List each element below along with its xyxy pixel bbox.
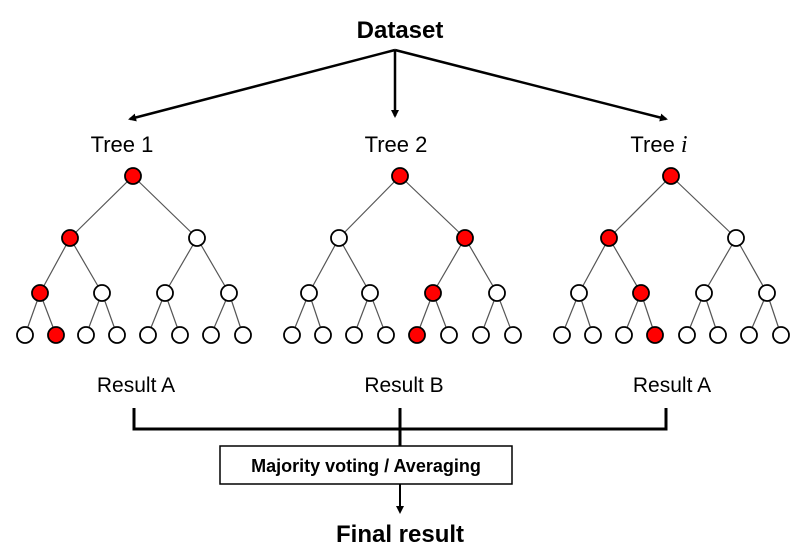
tree-edge — [164, 237, 198, 294]
tree-node — [300, 284, 318, 302]
tree-node — [377, 326, 395, 344]
tree-edge — [196, 237, 230, 294]
tree-node-active — [61, 229, 79, 247]
tree-node — [345, 326, 363, 344]
tree-edge — [69, 237, 103, 294]
tree-node — [488, 284, 506, 302]
tree-node — [220, 284, 238, 302]
tree-result: Result A — [633, 374, 711, 397]
tree-edge — [39, 237, 71, 294]
tree-edge — [338, 237, 371, 294]
tree-edge — [608, 237, 642, 294]
tree-node-active — [456, 229, 474, 247]
tree-node — [77, 326, 95, 344]
tree-node-active — [124, 167, 142, 185]
tree-edge — [703, 237, 737, 294]
tree-node — [234, 326, 252, 344]
tree-label: Tree 1 — [91, 132, 154, 157]
results-bracket — [132, 408, 668, 447]
tree-node-active — [391, 167, 409, 185]
tree-edge — [608, 175, 672, 239]
tree-node — [709, 326, 727, 344]
tree-node — [139, 326, 157, 344]
tree-result: Result A — [97, 374, 175, 397]
tree-node — [156, 284, 174, 302]
tree-edge — [399, 175, 466, 239]
tree-edge — [432, 237, 466, 294]
final-result: Final result — [336, 521, 464, 548]
tree-node-active — [646, 326, 664, 344]
tree-node-active — [424, 284, 442, 302]
tree-node — [727, 229, 745, 247]
tree-edge — [308, 237, 340, 294]
tree-i: Tree i Result A — [553, 132, 790, 397]
tree-node — [553, 326, 571, 344]
tree-node-active — [600, 229, 618, 247]
dataset-title: Dataset — [357, 17, 444, 44]
tree-node — [440, 326, 458, 344]
tree-node — [570, 284, 588, 302]
tree-node-active — [662, 167, 680, 185]
aggregation-label: Majority voting / Averaging — [251, 456, 481, 476]
tree-node-active — [408, 326, 426, 344]
tree-node — [188, 229, 206, 247]
tree-node — [171, 326, 189, 344]
arrow-to-tree-1 — [128, 48, 396, 122]
tree-node-active — [31, 284, 49, 302]
tree-node — [758, 284, 776, 302]
tree-node — [108, 326, 126, 344]
tree-node — [504, 326, 522, 344]
tree-node — [202, 326, 220, 344]
tree-node — [772, 326, 790, 344]
aggregation-box — [219, 445, 513, 485]
tree-edge — [338, 175, 401, 239]
tree-label: Tree 2 — [365, 132, 428, 157]
tree-node — [330, 229, 348, 247]
tree-edge — [735, 237, 768, 294]
tree-node — [695, 284, 713, 302]
tree-node-active — [47, 326, 65, 344]
tree-1: Tree 1 Result A — [16, 132, 252, 397]
tree-node — [283, 326, 301, 344]
tree-node — [740, 326, 758, 344]
tree-edge — [69, 175, 134, 239]
tree-node — [16, 326, 34, 344]
tree-edge — [464, 237, 498, 294]
tree-edge — [670, 175, 737, 239]
tree-label: Tree i — [630, 132, 687, 158]
tree-node — [361, 284, 379, 302]
tree-edge — [132, 175, 198, 239]
tree-node — [314, 326, 332, 344]
tree-node — [678, 326, 696, 344]
tree-node — [615, 326, 633, 344]
tree-node-active — [632, 284, 650, 302]
dataset-arrows — [128, 48, 668, 122]
tree-result: Result B — [364, 374, 443, 397]
tree-node — [584, 326, 602, 344]
tree-node — [472, 326, 490, 344]
tree-2: Tree 2 Result B — [283, 132, 522, 397]
arrow-to-tree-i — [394, 48, 668, 122]
tree-edge — [578, 237, 610, 294]
tree-node — [93, 284, 111, 302]
